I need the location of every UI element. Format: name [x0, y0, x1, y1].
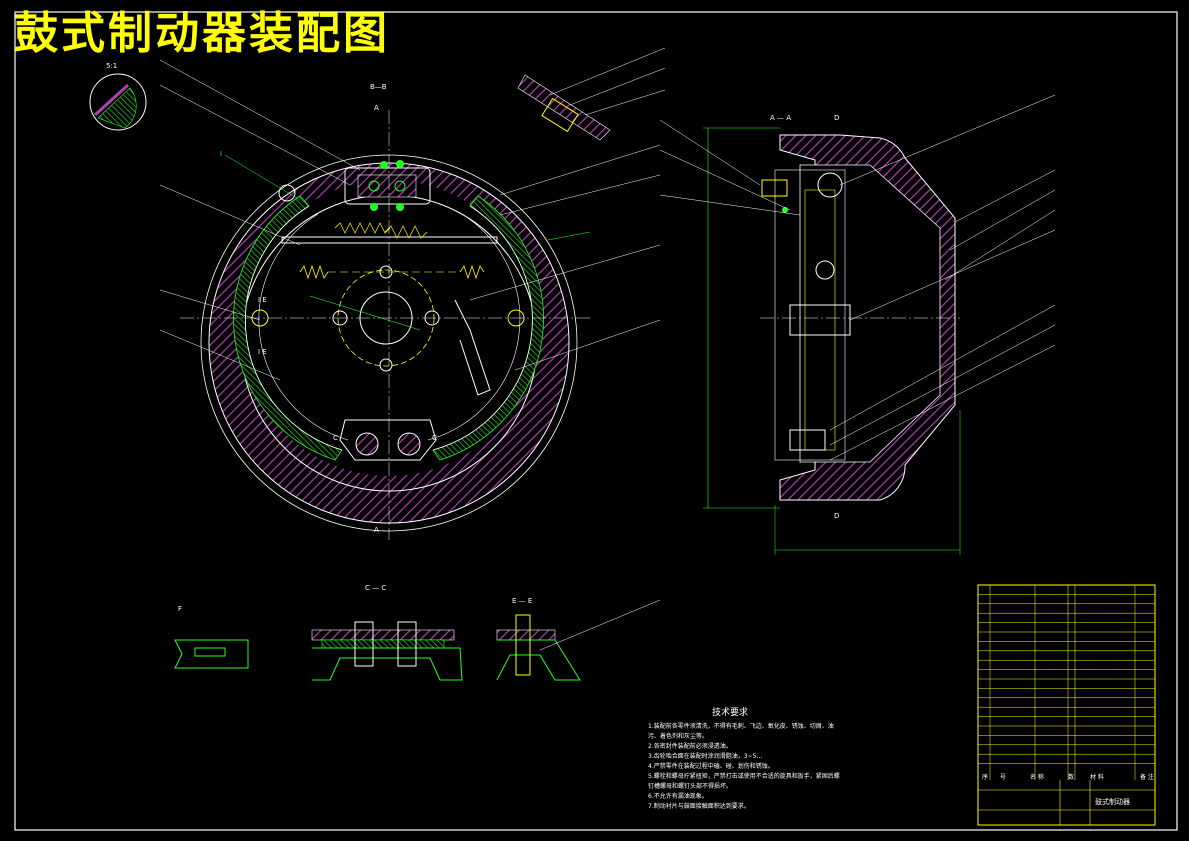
tb-drawing-name: 鼓式制动器 [1095, 798, 1130, 806]
section-bb [517, 47, 666, 141]
section-label-bb: B—B [370, 83, 387, 91]
section-label-c-1: C [333, 434, 338, 442]
section-label-d-top: D [834, 114, 840, 122]
tech-item: 污、着色剂和灰尘等。 [648, 733, 709, 740]
section-label-cc: C — C [365, 584, 387, 592]
tech-requirements-heading: 技术要求 [712, 708, 749, 718]
tech-item: 3.齿轮啮合面在装配时涂润滑脂油，3~5… [648, 753, 763, 760]
detail-view-i [89, 73, 147, 131]
tb-header-name: 名 称 [1030, 774, 1044, 781]
sheet-border [14, 11, 1178, 831]
section-label-ie-2: I E [258, 348, 267, 356]
tech-item: 7.制动衬片与鼓面接触面积达到要求。 [648, 803, 750, 810]
section-label-aa: A — A [770, 114, 792, 122]
section-label-ee: E — E [512, 597, 533, 605]
section-label-a-bottom: A [374, 526, 379, 534]
side-view-aa [659, 94, 1056, 555]
tb-header-material: 材 料 [1090, 774, 1104, 781]
technical-requirements: 技术要求 1.装配前各零件须清洗，不得有毛刺、飞边、氧化皮、锈蚀、切屑、油 污、… [648, 708, 878, 812]
section-label-c-2: C [432, 434, 437, 442]
tb-header-no: 号 [1000, 774, 1007, 781]
title-block [977, 584, 1156, 826]
tech-item: 4.严禁零件在装配过程中磕、碰、划伤和锈蚀。 [648, 763, 774, 770]
tech-item: 2.各密封件装配前必须浸透油。 [648, 743, 732, 750]
tb-header-qty: 数 [1068, 774, 1075, 781]
view-f [174, 639, 249, 669]
tech-item: 1.装配前各零件须清洗，不得有毛刺、飞边、氧化皮、锈蚀、切屑、油 [648, 723, 834, 730]
section-label-ie-1: I E [258, 296, 267, 304]
tech-item: 钉槽螺母和螺钉头部不得损坏。 [648, 783, 733, 790]
parts-list [978, 584, 1155, 825]
drawing-title: 鼓式制动器装配图 [14, 8, 390, 59]
front-view [159, 59, 661, 540]
tb-header-remark: 备 注 [1140, 774, 1154, 781]
section-cc [311, 621, 463, 681]
section-label-d-bottom: D [834, 512, 840, 520]
tb-header-index: 序 [982, 774, 989, 781]
section-label-a-top: A [374, 104, 379, 112]
detail-scale-label: 5:1 [106, 62, 118, 70]
view-label-f: F [178, 605, 183, 613]
section-ee [496, 599, 661, 681]
tech-item: 6.不允许有漏油现象。 [648, 793, 708, 800]
view-label-i: Ⅰ [220, 150, 223, 158]
tech-item: 5.螺栓和螺母拧紧扭矩，严禁打击或使用不合适的旋具和扳手，紧固后螺 [648, 773, 840, 780]
